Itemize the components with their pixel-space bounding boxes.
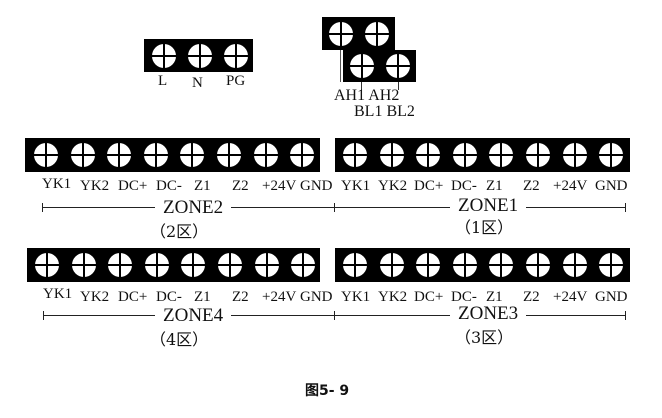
- zone3-terminal-strip: [335, 248, 630, 282]
- zone1-title: ZONE1: [450, 196, 527, 215]
- terminal-label: YK1: [42, 176, 72, 192]
- terminal-label: Z1: [486, 289, 503, 305]
- screw-terminal-icon: [489, 143, 514, 167]
- terminal-label: GND: [595, 289, 628, 305]
- zone-span-tick: [42, 203, 43, 212]
- screw-terminal-icon: [416, 143, 441, 167]
- screw-terminal-icon: [181, 253, 206, 277]
- screw-terminal-icon: [108, 253, 133, 277]
- zone-span-tick: [625, 203, 626, 212]
- terminal-label: Z2: [232, 178, 249, 194]
- zone3-subtitle: （3区）: [455, 328, 514, 347]
- screw-terminal-icon: [343, 253, 367, 277]
- screw-terminal-icon: [290, 143, 315, 167]
- terminal-label: Z1: [194, 289, 211, 305]
- zone4-subtitle: （4区）: [150, 330, 209, 349]
- lead-line: [361, 82, 362, 90]
- terminal-label: +24V: [262, 289, 297, 305]
- screw-terminal-icon: [70, 143, 95, 167]
- terminal-label: DC-: [451, 289, 477, 305]
- screw-terminal-icon: [452, 253, 477, 277]
- terminal-label: YK2: [80, 289, 110, 305]
- screw-terminal-icon: [365, 21, 389, 46]
- screw-terminal-icon: [599, 253, 624, 277]
- screw-terminal-icon: [291, 253, 316, 277]
- figure-caption: 图5- 9: [305, 383, 350, 399]
- terminal-label: YK2: [378, 289, 408, 305]
- zone-span-tick: [625, 311, 626, 320]
- screw-terminal-icon: [216, 143, 241, 167]
- terminal-label: GND: [300, 289, 333, 305]
- terminal-label: YK1: [341, 178, 371, 194]
- power-terminal-block: [144, 39, 253, 72]
- terminal-label: Z1: [486, 178, 503, 194]
- bus-terminal-block-bottom: [343, 50, 416, 82]
- terminal-label: DC+: [118, 178, 148, 194]
- screw-terminal-icon: [343, 143, 367, 167]
- screw-terminal-icon: [562, 143, 587, 167]
- terminal-label: DC-: [451, 178, 477, 194]
- terminal-label: +24V: [553, 289, 588, 305]
- screw-terminal-icon: [188, 43, 212, 68]
- screw-terminal-icon: [180, 143, 205, 167]
- screw-terminal-icon: [452, 143, 477, 167]
- screw-terminal-icon: [525, 253, 550, 277]
- lead-line: [340, 50, 341, 82]
- lead-line: [398, 82, 399, 90]
- zone-span-tick: [43, 311, 44, 320]
- screw-terminal-icon: [35, 253, 59, 277]
- zone3-title: ZONE3: [450, 304, 527, 323]
- zone1-terminal-strip: [335, 138, 630, 172]
- screw-terminal-icon: [350, 54, 374, 78]
- zone1-subtitle: （1区）: [455, 218, 514, 237]
- terminal-label: YK1: [43, 286, 73, 302]
- terminal-label-n: N: [192, 75, 203, 91]
- terminal-label: Z2: [523, 289, 540, 305]
- screw-terminal-icon: [152, 43, 176, 68]
- terminal-label: Z2: [232, 289, 249, 305]
- screw-terminal-icon: [224, 43, 248, 68]
- terminal-label: DC-: [156, 289, 182, 305]
- zone4-title: ZONE4: [155, 306, 232, 325]
- terminal-label: Z1: [194, 178, 211, 194]
- screw-terminal-icon: [416, 253, 441, 277]
- zone4-terminal-strip: [27, 248, 320, 282]
- terminal-label: Z2: [523, 178, 540, 194]
- screw-terminal-icon: [379, 143, 404, 167]
- terminal-label: DC+: [118, 289, 148, 305]
- terminal-label-pg: PG: [226, 73, 246, 89]
- terminal-label: GND: [300, 178, 333, 194]
- terminal-label: YK2: [378, 178, 408, 194]
- terminal-label: YK2: [80, 178, 110, 194]
- terminal-label: +24V: [553, 178, 588, 194]
- bus-labels-bottom: BL1 BL2: [354, 103, 415, 120]
- terminal-label-l: L: [158, 73, 168, 89]
- terminal-label: GND: [595, 178, 628, 194]
- bus-terminal-block-top: [322, 17, 395, 50]
- screw-terminal-icon: [34, 143, 58, 167]
- screw-terminal-icon: [71, 253, 96, 277]
- screw-terminal-icon: [599, 143, 624, 167]
- screw-terminal-icon: [254, 253, 279, 277]
- screw-terminal-icon: [525, 143, 550, 167]
- screw-terminal-icon: [253, 143, 278, 167]
- terminal-label: DC-: [156, 178, 182, 194]
- screw-terminal-icon: [143, 143, 168, 167]
- screw-terminal-icon: [562, 253, 587, 277]
- terminal-label: DC+: [414, 289, 444, 305]
- terminal-label: YK1: [341, 289, 371, 305]
- screw-terminal-icon: [217, 253, 242, 277]
- terminal-label: +24V: [262, 178, 297, 194]
- bus-labels-top: AH1 AH2: [334, 87, 400, 104]
- screw-terminal-icon: [386, 54, 410, 78]
- screw-terminal-icon: [489, 253, 514, 277]
- screw-terminal-icon: [144, 253, 169, 277]
- terminal-label: DC+: [414, 178, 444, 194]
- screw-terminal-icon: [329, 21, 353, 46]
- zone2-terminal-strip: [25, 138, 320, 172]
- zone2-title: ZONE2: [155, 198, 232, 217]
- screw-terminal-icon: [379, 253, 404, 277]
- screw-terminal-icon: [107, 143, 132, 167]
- zone2-subtitle: （2区）: [150, 222, 209, 241]
